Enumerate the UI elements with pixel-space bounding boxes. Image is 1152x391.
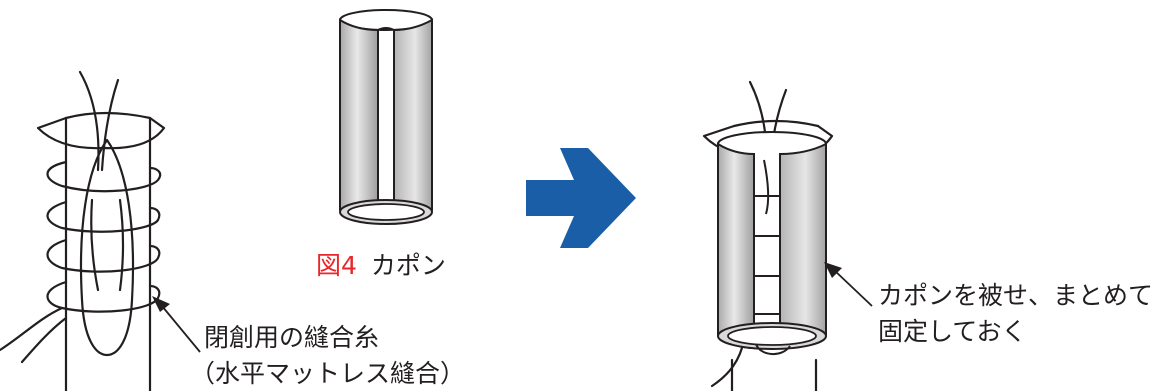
figure-title: カポン xyxy=(370,251,446,280)
suture-thread-end xyxy=(0,306,64,352)
result-label-line1: カポンを被せ、まとめて xyxy=(878,281,1152,310)
suture-label-line1: 閉創用の縫合糸 xyxy=(204,323,380,352)
figure-number: 図4 xyxy=(316,251,357,280)
suture-wraps xyxy=(46,160,162,313)
limb-top-cut xyxy=(36,116,166,150)
result-label: カポンを被せ、まとめて 固定しておく xyxy=(878,278,1152,349)
figure-caption: 図4 カポン xyxy=(316,248,446,284)
right-arrow-icon xyxy=(526,148,636,248)
suture-leader xyxy=(152,296,201,353)
suture-thread-top xyxy=(78,70,100,172)
wound-incision xyxy=(79,138,135,357)
suture-label: 閉創用の縫合糸 （水平マットレス縫合） xyxy=(190,320,465,391)
result-label-line2: 固定しておく xyxy=(878,316,1027,346)
suture-label-line2: （水平マットレス縫合） xyxy=(190,358,466,388)
result-leader xyxy=(824,262,873,307)
capon-tube xyxy=(339,9,433,225)
capon-on-limb xyxy=(717,131,827,355)
limb-with-suture xyxy=(0,70,166,391)
